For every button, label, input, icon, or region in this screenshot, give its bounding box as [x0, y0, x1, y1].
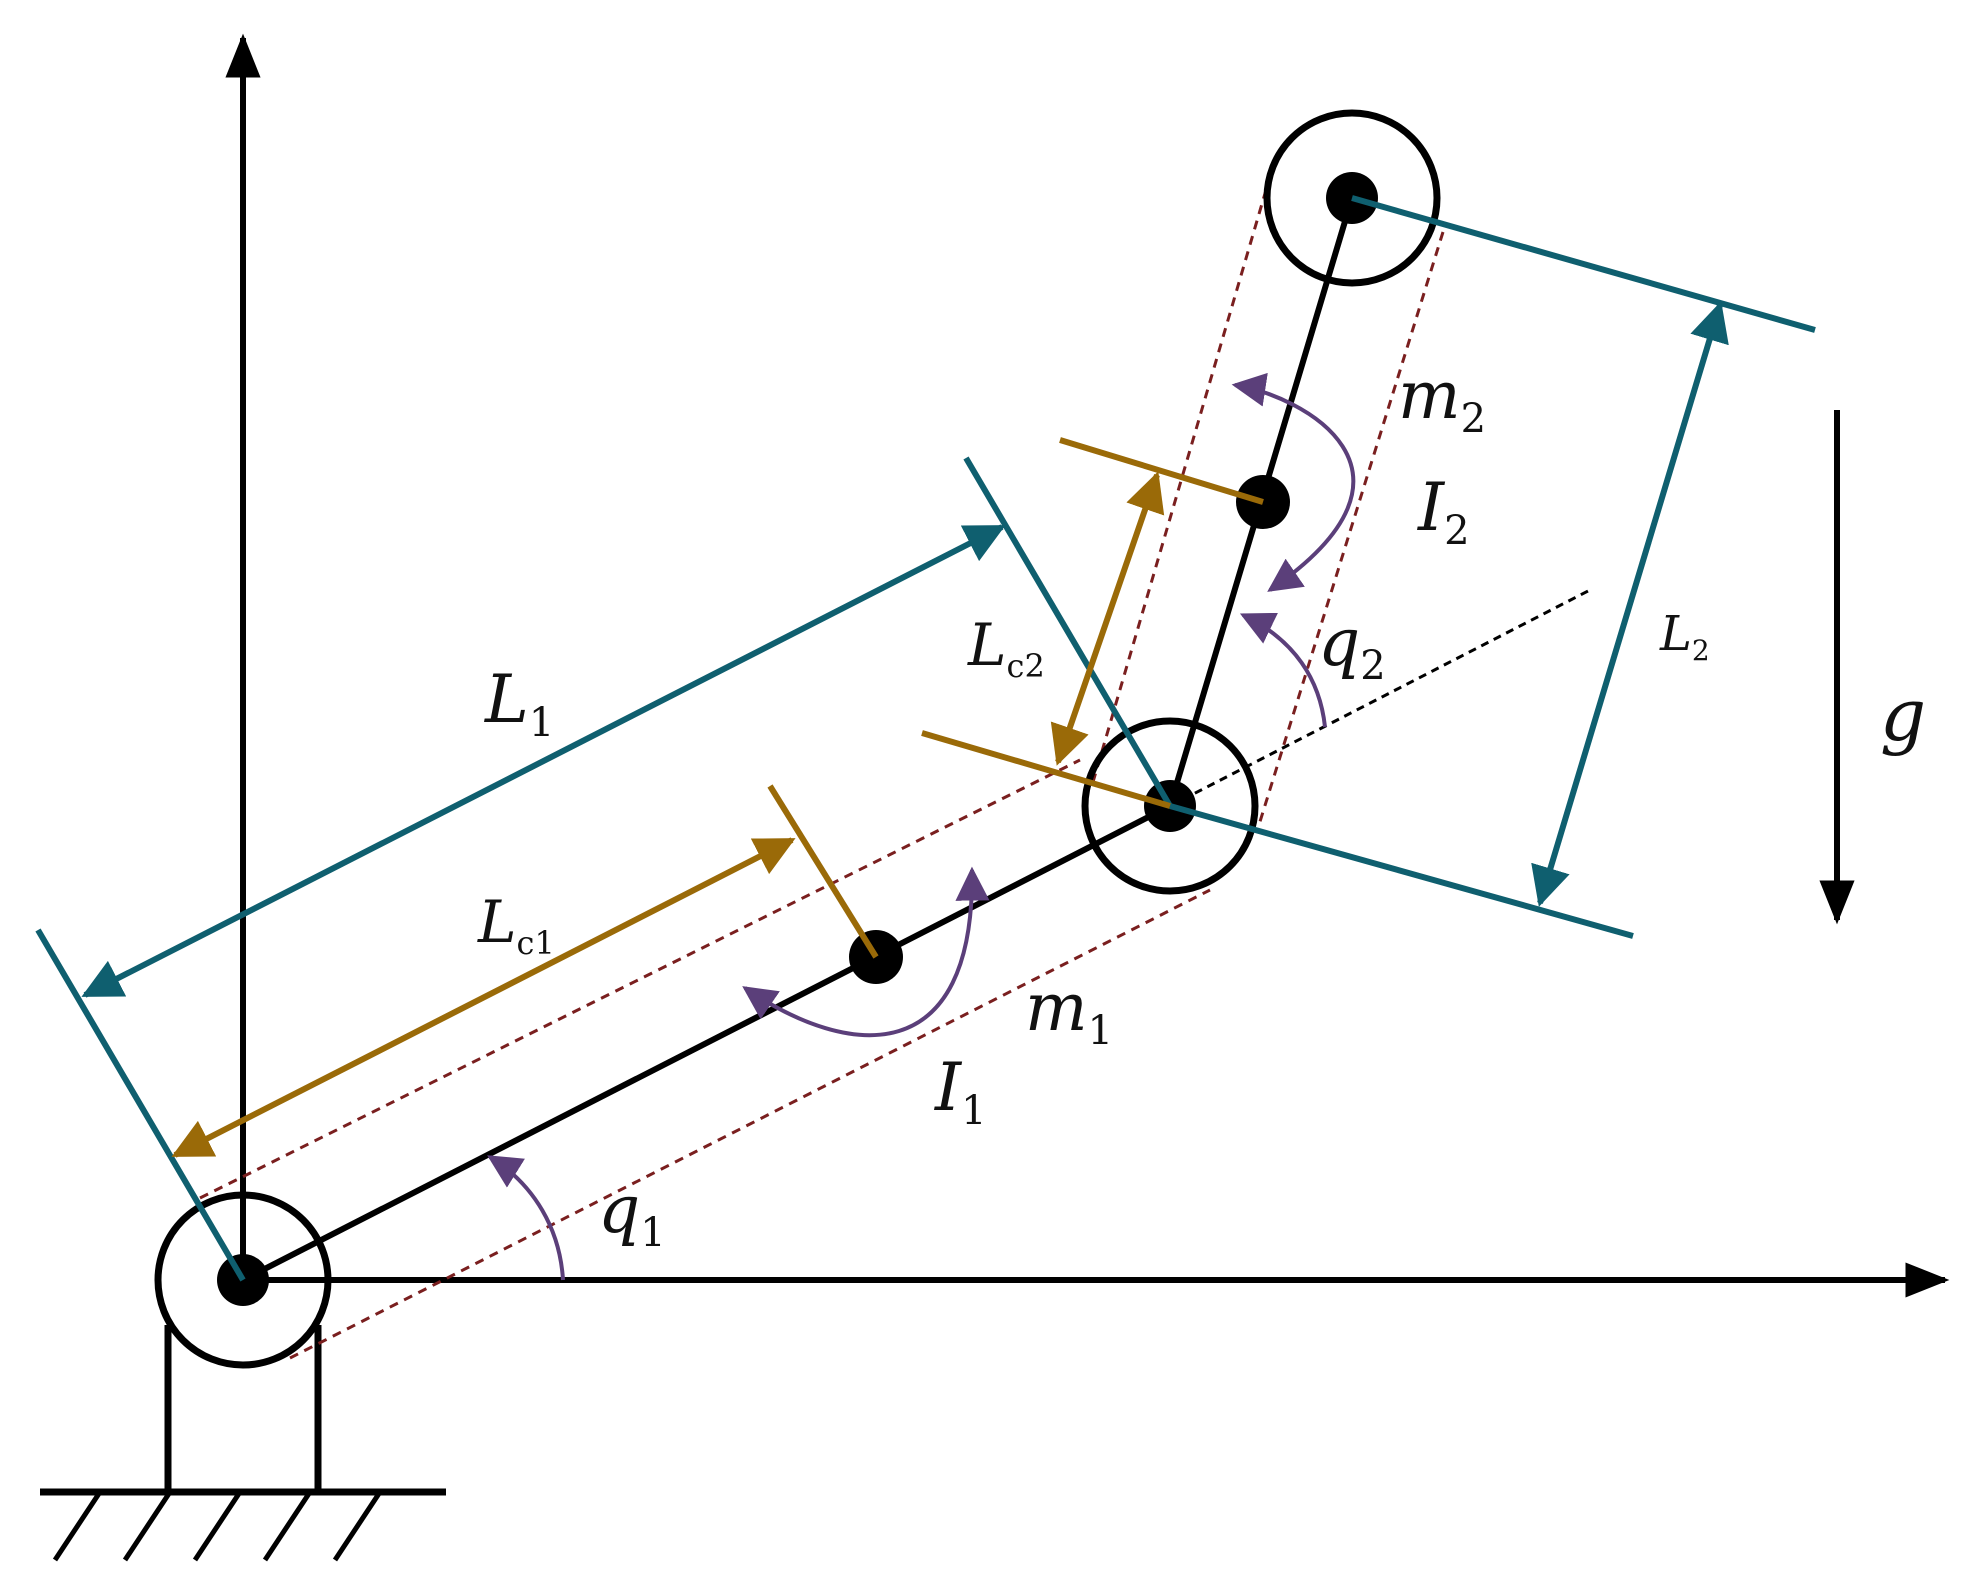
- end-effector-joint: [1263, 109, 1441, 287]
- label-L1: L1: [484, 661, 554, 746]
- dimension-Lc2: [921, 437, 1264, 809]
- dimension-L2: [1169, 195, 1816, 939]
- label-m1: m1: [1025, 969, 1113, 1054]
- label-q1: q1: [598, 1171, 666, 1256]
- label-L2: L2: [1659, 606, 1710, 667]
- label-I1: I1: [934, 1049, 987, 1134]
- label-g: g: [1880, 673, 1926, 757]
- inertia-arc-I2: [1231, 372, 1356, 592]
- dimension-L1: [35, 456, 1173, 1282]
- elbow-joint: [1081, 717, 1259, 895]
- ground-base: [40, 1325, 446, 1562]
- label-Lc1: Lc1: [477, 888, 555, 962]
- dimension-Lc1: [171, 784, 879, 1158]
- label-Lc2: Lc2: [967, 611, 1045, 685]
- link-envelope: [199, 189, 1445, 1360]
- label-I2: I2: [1417, 469, 1470, 554]
- base-joint: [154, 1191, 332, 1369]
- label-m2: m2: [1398, 357, 1486, 442]
- angle-arc-q1: [487, 1155, 565, 1281]
- label-q2: q2: [1318, 604, 1386, 689]
- link1-extension: [1169, 588, 1591, 808]
- angle-arc-q2: [1239, 612, 1327, 728]
- inertia-arc-I1: [742, 866, 990, 1038]
